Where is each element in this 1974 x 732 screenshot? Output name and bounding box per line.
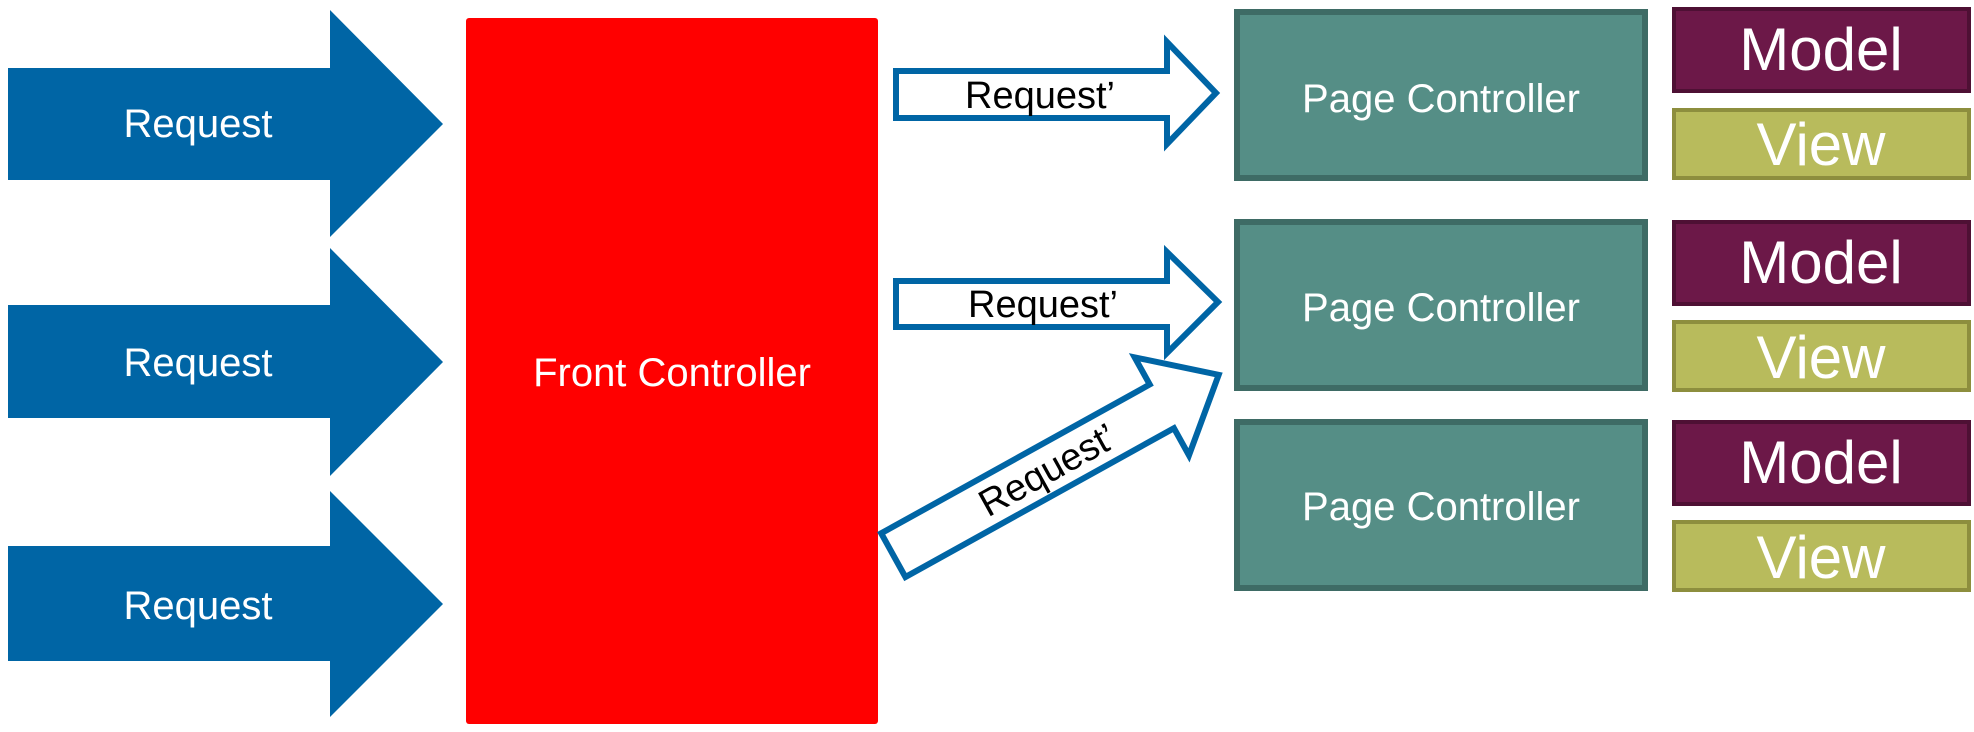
incoming-request-arrow-3: Request bbox=[8, 491, 443, 717]
model-box-1: Model bbox=[1672, 7, 1971, 93]
arrow-shape bbox=[8, 10, 443, 237]
forward-request-arrow-2: Request’ bbox=[893, 244, 1223, 361]
arrow-shape bbox=[8, 248, 443, 476]
incoming-request-label: Request bbox=[124, 102, 273, 146]
arrow-shape bbox=[8, 491, 443, 717]
page-controller-3: Page Controller bbox=[1234, 419, 1648, 591]
incoming-request-arrow-2: Request bbox=[8, 248, 443, 476]
model-label: Model bbox=[1739, 16, 1902, 83]
incoming-request-label: Request bbox=[124, 584, 273, 628]
incoming-request-label: Request bbox=[124, 341, 273, 385]
front-controller-box: Front Controller bbox=[466, 18, 878, 724]
view-label: View bbox=[1757, 524, 1887, 591]
arrow-shape bbox=[893, 244, 1223, 361]
view-box-3: View bbox=[1672, 520, 1971, 592]
forward-request-arrow-1: Request’ bbox=[893, 34, 1221, 152]
view-box-2: View bbox=[1672, 320, 1971, 392]
arrow-shape bbox=[893, 34, 1221, 152]
arrow-shape bbox=[877, 353, 1223, 582]
view-label: View bbox=[1757, 111, 1887, 178]
page-controller-label: Page Controller bbox=[1302, 485, 1580, 529]
front-controller-label: Front Controller bbox=[533, 351, 811, 395]
model-label: Model bbox=[1739, 429, 1902, 496]
view-label: View bbox=[1757, 324, 1887, 391]
page-controller-2: Page Controller bbox=[1234, 219, 1648, 391]
view-box-1: View bbox=[1672, 108, 1971, 180]
forward-request-label: Request’ bbox=[965, 75, 1115, 117]
model-label: Model bbox=[1739, 229, 1902, 296]
forward-request-arrow-3: Request’ bbox=[877, 353, 1223, 582]
incoming-request-arrow-1: Request bbox=[8, 10, 443, 237]
model-box-2: Model bbox=[1672, 220, 1971, 306]
forward-request-label: Request’ bbox=[968, 284, 1118, 326]
model-box-3: Model bbox=[1672, 420, 1971, 506]
page-controller-label: Page Controller bbox=[1302, 286, 1580, 330]
page-controller-1: Page Controller bbox=[1234, 9, 1648, 181]
page-controller-label: Page Controller bbox=[1302, 77, 1580, 121]
